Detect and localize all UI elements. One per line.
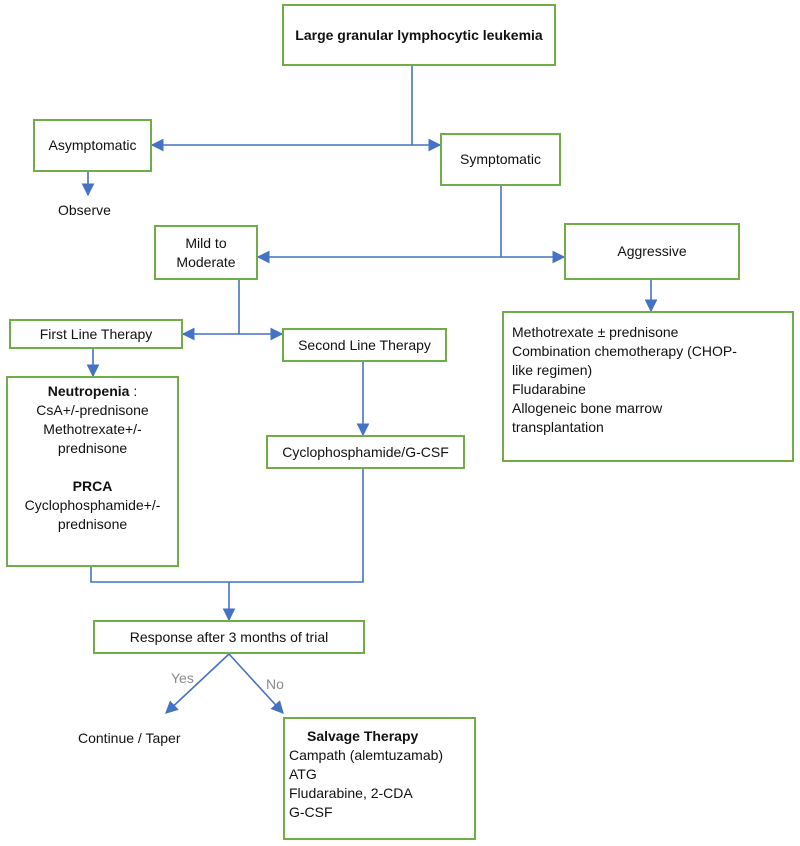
aggressive-line: Methotrexate ± prednisone <box>512 324 679 340</box>
aggressive-line: transplantation <box>512 419 604 435</box>
prca-heading: PRCA <box>72 478 113 494</box>
node-root: Large granular lymphocytic leukemia <box>282 4 556 66</box>
connector-yes <box>165 653 230 714</box>
prca-line: prednisone <box>57 516 128 532</box>
neutropenia-line: prednisone <box>57 440 128 456</box>
edge-label-yes: Yes <box>171 670 194 686</box>
connector-no <box>228 653 284 714</box>
node-asymptomatic: Asymptomatic <box>33 119 152 172</box>
node-observe: Observe <box>58 202 111 218</box>
node-symptomatic: Symptomatic <box>440 133 561 186</box>
neutropenia-colon: : <box>129 383 138 399</box>
aggressive-line: like regimen) <box>512 362 593 378</box>
neutropenia-line: Methotrexate+/- <box>43 421 142 437</box>
salvage-heading: Salvage Therapy <box>307 728 419 744</box>
prca-line: Cyclophosphamide+/- <box>24 497 161 513</box>
aggressive-line: Combination chemotherapy (CHOP- <box>512 343 737 359</box>
edge-label-no: No <box>266 676 284 692</box>
aggressive-line: Fludarabine <box>512 381 586 397</box>
salvage-line: Fludarabine, 2-CDA <box>289 785 413 801</box>
salvage-line: ATG <box>289 766 317 782</box>
connector-merge <box>90 469 364 583</box>
salvage-line: Campath (alemtuzamab) <box>289 747 444 763</box>
node-first-line-detail: Neutropenia : CsA+/-prednisone Methotrex… <box>6 376 179 567</box>
node-mild-to-moderate: Mild to Moderate <box>154 225 258 280</box>
node-cyclophosphamide-gcsf: Cyclophosphamide/G-CSF <box>266 435 465 469</box>
node-first-line-therapy: First Line Therapy <box>9 319 183 349</box>
node-response: Response after 3 months of trial <box>93 620 365 654</box>
node-second-line-therapy: Second Line Therapy <box>282 328 447 362</box>
aggressive-line: Allogeneic bone marrow <box>512 400 663 416</box>
node-salvage-therapy: Salvage Therapy Campath (alemtuzamab) AT… <box>283 717 476 840</box>
neutropenia-heading: Neutropenia <box>47 383 130 399</box>
neutropenia-line: CsA+/-prednisone <box>36 402 149 418</box>
salvage-line: G-CSF <box>289 804 333 820</box>
node-aggressive: Aggressive <box>564 223 740 280</box>
neutropenia-title: Neutropenia : <box>8 382 177 401</box>
node-continue-taper: Continue / Taper <box>78 730 181 746</box>
node-aggressive-detail: Methotrexate ± prednisone Combination ch… <box>502 311 794 462</box>
